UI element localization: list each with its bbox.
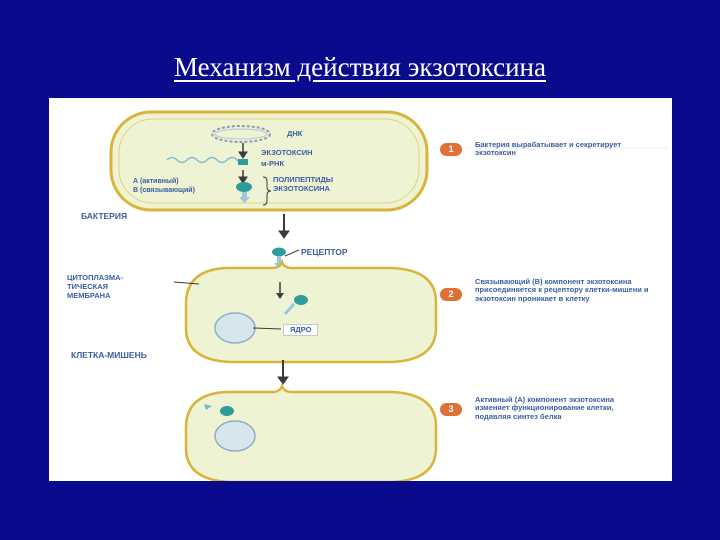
bacterium-label: БАКТЕРИЯ xyxy=(81,211,128,221)
step-1-text: Бактерия вырабатывает и секретирует экзо… xyxy=(475,140,622,158)
exotoxin-label: ЭКЗОТОКСИН xyxy=(261,148,313,157)
step-3-badge: 3 xyxy=(440,403,462,416)
bacterium-cell xyxy=(109,110,429,212)
target-cell-2 xyxy=(184,382,438,481)
dna-coil-icon xyxy=(211,125,271,143)
ribosome-block xyxy=(238,159,248,165)
exotoxin-mechanism-diagram xyxy=(109,110,669,481)
membrane-label-2: ТИЧЕСКАЯ xyxy=(67,282,109,291)
transfer-arrow-1 xyxy=(278,214,290,239)
nucleus-pointer xyxy=(252,327,282,330)
target-cell-label: КЛЕТКА-МИШЕНЬ xyxy=(71,350,147,360)
membrane-label-1: ЦИТОПЛАЗМА- xyxy=(67,273,124,282)
component-b-label: В (связывающий) xyxy=(133,187,195,194)
step-3-text: Активный (А) компонент экзотоксина измен… xyxy=(475,395,615,421)
slide-title: Механизм действия экзотоксина xyxy=(173,52,546,82)
component-a-label: А (активный) xyxy=(133,178,179,185)
exotoxin-polypeptide xyxy=(236,182,252,203)
membrane-label-3: МЕМБРАНА xyxy=(67,291,111,300)
mrna-label: м-РНК xyxy=(261,159,285,168)
transfer-arrow-2 xyxy=(277,360,289,385)
polypeptides-label-2: ЭКЗОТОКСИНА xyxy=(273,184,330,193)
dna-label: ДНК xyxy=(287,129,303,138)
receptor-pointer xyxy=(284,249,300,257)
step-2-badge: 2 xyxy=(440,288,462,301)
bacterium-arrows xyxy=(238,143,248,184)
step-2-text: Связывающий (В) компонент экзотоксина пр… xyxy=(475,277,649,303)
diagram-panel: ДНК ЭКЗОТОКСИН м-РНК А (активный) В (свя… xyxy=(49,98,672,481)
polypeptides-label-1: ПОЛИПЕПТИДЫ xyxy=(273,175,334,184)
step-1-badge: 1 xyxy=(440,143,462,156)
receptor-label: РЕЦЕПТОР xyxy=(301,247,348,257)
membrane-pointer xyxy=(173,281,200,285)
mrna-strand xyxy=(166,156,248,164)
toxin-inside-cell-1 xyxy=(276,282,308,316)
target-cell-1 xyxy=(184,258,438,364)
polypeptide-brace xyxy=(262,176,272,206)
nucleus-label: ЯДРО xyxy=(283,324,319,336)
